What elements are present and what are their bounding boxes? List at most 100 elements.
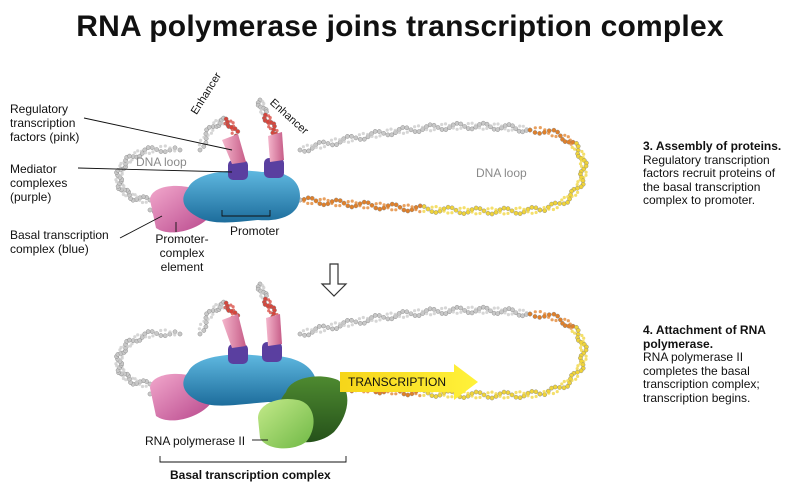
dna-bead xyxy=(416,124,421,128)
dna-bead xyxy=(498,210,502,214)
dna-bead xyxy=(361,136,367,142)
dna-bead xyxy=(494,392,498,396)
dna-bead xyxy=(305,143,309,147)
dna-bead xyxy=(503,311,507,315)
dna-bead xyxy=(272,127,276,132)
dna-bead xyxy=(267,122,271,126)
dna-bead xyxy=(412,313,418,318)
step-3-body: Regulatory transcription factors recruit… xyxy=(643,152,776,207)
dna-bead xyxy=(114,178,118,182)
dna-bead xyxy=(412,129,418,134)
dna-bead xyxy=(570,194,574,198)
dna-bead xyxy=(569,326,573,330)
dna-bead xyxy=(345,318,350,323)
dna-bead xyxy=(401,315,406,319)
dna-bead xyxy=(470,394,474,398)
dna-bead xyxy=(119,345,123,350)
dna-bead xyxy=(140,200,145,205)
dna-bead xyxy=(378,201,382,205)
dna-bead xyxy=(450,395,454,399)
dna-bead xyxy=(584,354,588,358)
dna-bead xyxy=(197,327,201,331)
dna-bead xyxy=(262,102,266,106)
dna-bead xyxy=(329,322,334,326)
dna-bead xyxy=(268,300,272,304)
dna-bead xyxy=(470,210,474,214)
dna-bead xyxy=(385,312,389,316)
dna-bead xyxy=(558,202,562,206)
dna-bead xyxy=(148,392,152,396)
dna-bead xyxy=(148,208,152,212)
step-4-body: RNA polymerase II completes the basal tr… xyxy=(643,350,760,405)
dna-bead xyxy=(211,312,215,316)
dna-bead xyxy=(469,310,475,316)
dna-bead xyxy=(342,139,346,143)
dna-bead xyxy=(582,336,586,340)
dna-bead xyxy=(547,391,551,395)
dna-bead xyxy=(262,286,266,290)
dna-bead xyxy=(144,335,148,339)
dna-bead xyxy=(357,137,363,142)
dna-bead xyxy=(149,329,155,334)
label-dna-loop-right: DNA loop xyxy=(476,166,527,180)
dna-bead xyxy=(114,362,118,366)
dna-bead xyxy=(517,395,523,401)
dna-bead xyxy=(510,209,514,213)
dna-bead xyxy=(505,390,511,395)
dna-bead xyxy=(333,321,337,325)
dna-bead xyxy=(230,312,235,316)
dna-bead xyxy=(578,162,583,166)
dna-bead xyxy=(361,315,365,320)
diagram-title: RNA polymerase joins transcription compl… xyxy=(76,10,724,43)
dna-bead xyxy=(514,310,518,314)
dna-bead xyxy=(420,125,425,129)
dna-bead xyxy=(439,127,445,132)
dna-bead xyxy=(551,207,556,212)
dna-bead xyxy=(550,318,554,322)
dna-bead xyxy=(124,378,128,382)
dna-bead xyxy=(373,205,379,211)
dna-bead xyxy=(393,202,399,208)
dna-bead xyxy=(366,316,370,321)
label-dna-loop-left: DNA loop xyxy=(136,155,187,169)
dna-bead xyxy=(501,389,507,395)
dna-bead xyxy=(492,122,496,126)
rna-polymerase-light xyxy=(258,398,314,449)
dna-bead xyxy=(302,332,307,338)
label-promoter: Promoter xyxy=(230,224,280,238)
dna-bead xyxy=(393,128,397,132)
dna-bead xyxy=(578,362,582,366)
dna-bead xyxy=(259,107,263,111)
dna-bead xyxy=(405,208,411,214)
dna-bead xyxy=(389,127,393,131)
dna-bead xyxy=(486,207,490,211)
dna-bead xyxy=(154,331,159,335)
dna-bead xyxy=(310,328,314,332)
dna-bead xyxy=(374,135,378,139)
dna-bead xyxy=(538,208,542,212)
dna-bead xyxy=(550,134,554,138)
dna-bead xyxy=(318,197,322,202)
dna-bead xyxy=(470,121,474,125)
dna-bead xyxy=(484,305,490,311)
dna-bead xyxy=(330,142,335,148)
dna-bead xyxy=(144,151,148,155)
mediator-purple-4 xyxy=(262,342,282,362)
dna-bead xyxy=(555,390,559,394)
dna-bead xyxy=(133,193,137,197)
dna-bead xyxy=(151,150,155,154)
dna-bead xyxy=(209,131,213,135)
dna-bead xyxy=(558,318,563,322)
dna-bead xyxy=(389,132,395,138)
dna-bead xyxy=(349,133,354,139)
dna-bead xyxy=(466,306,470,310)
dna-bead xyxy=(394,208,398,212)
dna-bead xyxy=(518,124,522,128)
dna-bead xyxy=(119,161,123,166)
dna-bead xyxy=(434,205,438,209)
dna-bead xyxy=(404,125,410,131)
dna-bead xyxy=(272,311,276,316)
dna-bead xyxy=(268,311,273,315)
dna-bead xyxy=(551,391,556,396)
dna-bead xyxy=(374,202,378,206)
